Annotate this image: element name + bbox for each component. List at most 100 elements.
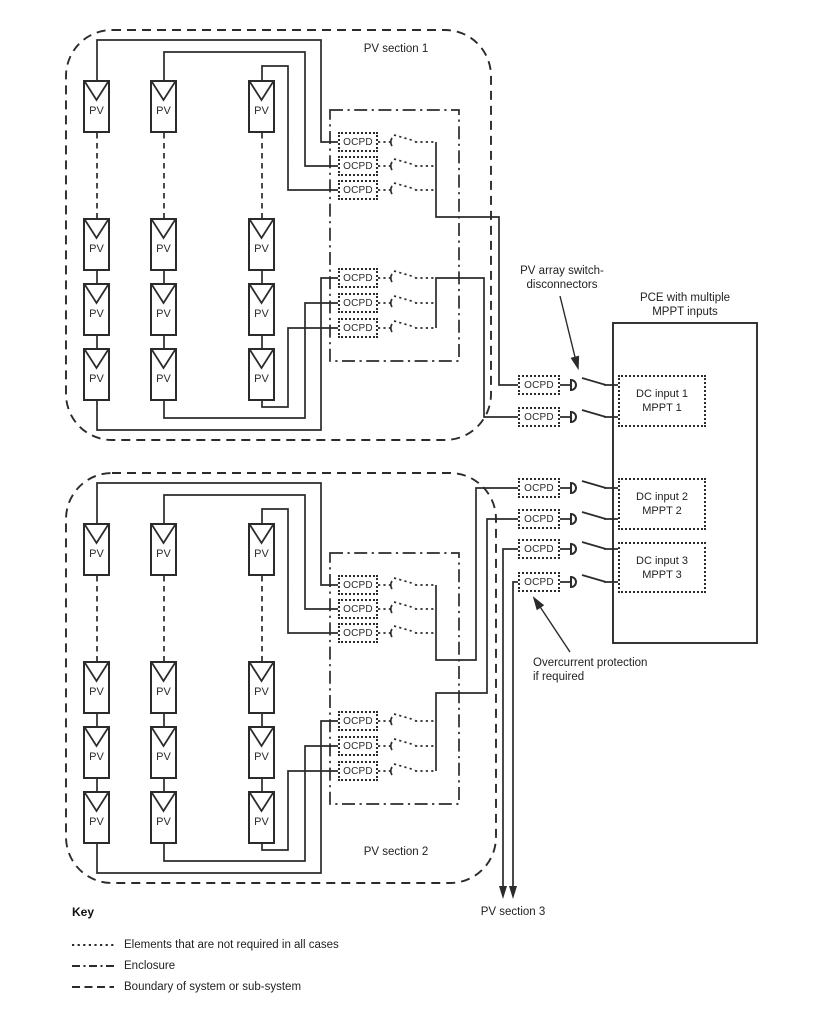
legend-entry-boundary: Boundary of system or sub-system — [72, 981, 301, 993]
pv-chevron-icon — [152, 793, 175, 813]
dc-input-2-box: DC input 2 MPPT 2 — [618, 478, 706, 530]
switch-disconnectors-line1: PV array switch- — [520, 265, 604, 277]
arrowhead — [499, 886, 507, 899]
pv-label: PV — [254, 308, 269, 320]
dashdot-line-sample-icon — [72, 965, 114, 967]
pv-label: PV — [89, 816, 104, 828]
legend-entry-label: Elements that are not required in all ca… — [124, 939, 339, 951]
pce-box — [612, 322, 758, 644]
pv-label: PV — [156, 686, 171, 698]
pv-chevron-icon — [250, 82, 273, 102]
ocpd-box: OCPD — [518, 509, 560, 529]
ocpd-label: OCPD — [343, 765, 373, 777]
pv-chevron-icon — [152, 82, 175, 102]
legend: Key Elements that are not required in al… — [72, 905, 339, 993]
pv-label: PV — [89, 308, 104, 320]
ocpd-label: OCPD — [343, 627, 373, 639]
ocpd-box: OCPD — [518, 375, 560, 395]
ocpd-label: OCPD — [524, 482, 554, 494]
pv-label: PV — [156, 548, 171, 560]
pv-module: PV — [150, 661, 177, 714]
pv-module: PV — [248, 80, 275, 133]
ocpd-label: OCPD — [343, 160, 373, 172]
pv-label: PV — [254, 373, 269, 385]
pv-section1-label: PV section 1 — [363, 43, 429, 55]
legend-title: Key — [72, 905, 95, 919]
pv-module: PV — [83, 791, 110, 844]
pv-section2-label: PV section 2 — [363, 846, 429, 858]
optional-switch-wires — [378, 134, 436, 772]
pv-module: PV — [150, 726, 177, 779]
dc-input-3-label: DC input 3 — [636, 554, 688, 567]
dc-input-2-label: DC input 2 — [636, 491, 688, 503]
pv-label: PV — [254, 548, 269, 560]
pv-chevron-icon — [85, 525, 108, 545]
pv-label: PV — [254, 686, 269, 698]
dc-input-3-box: DC input 3 MPPT 3 — [618, 542, 706, 593]
ocpd-box: OCPD — [338, 268, 378, 288]
pv-chevron-icon — [85, 82, 108, 102]
pce-title-line1: PCE with multiple — [639, 292, 731, 304]
switch-disconnectors-label: PV array switch- disconnectors — [506, 265, 618, 292]
pv-label: PV — [89, 548, 104, 560]
pv-module: PV — [83, 218, 110, 271]
string-wires — [96, 39, 518, 886]
ocpd-label: OCPD — [524, 513, 554, 525]
ocpd-label: OCPD — [343, 136, 373, 148]
pv-label: PV — [254, 751, 269, 763]
ocpd-label: OCPD — [343, 297, 373, 309]
ocpd-label: OCPD — [524, 411, 554, 423]
ocpd-box: OCPD — [338, 156, 378, 176]
overcurrent-label: Overcurrent protection if required — [533, 657, 647, 684]
ocpd-box: OCPD — [518, 407, 560, 427]
section-boundaries — [65, 29, 497, 884]
overcurrent-line1: Overcurrent protection — [533, 657, 648, 669]
pv-chevron-icon — [85, 285, 108, 305]
pv-module: PV — [150, 283, 177, 336]
pv-label: PV — [89, 686, 104, 698]
arrowhead — [532, 596, 545, 611]
ocpd-box: OCPD — [338, 180, 378, 200]
ocpd-box: OCPD — [338, 132, 378, 152]
optional-switch-contacts — [389, 137, 393, 776]
pv-label: PV — [156, 751, 171, 763]
pv-chevron-icon — [85, 793, 108, 813]
pv-label: PV — [156, 816, 171, 828]
pce-title: PCE with multiple MPPT inputs — [613, 292, 757, 319]
ocpd-box: OCPD — [518, 478, 560, 498]
pv-chevron-icon — [152, 728, 175, 748]
pv-module: PV — [248, 726, 275, 779]
pv-chevron-icon — [85, 220, 108, 240]
pv-section3-arrows — [499, 886, 517, 899]
pv-chevron-icon — [152, 220, 175, 240]
ocpd-label: OCPD — [343, 272, 373, 284]
ocpd-label: OCPD — [343, 603, 373, 615]
enclosures — [329, 109, 460, 805]
pv-module: PV — [248, 348, 275, 401]
mppt-2-label: MPPT 2 — [642, 505, 682, 517]
pv-label: PV — [89, 105, 104, 117]
ocpd-label: OCPD — [524, 379, 554, 391]
pv-chevron-icon — [85, 350, 108, 370]
pv-label: PV — [89, 373, 104, 385]
ocpd-label: OCPD — [343, 579, 373, 591]
legend-entry-optional: Elements that are not required in all ca… — [72, 939, 339, 951]
pv-label: PV — [156, 308, 171, 320]
pv-module: PV — [248, 523, 275, 576]
pv-label: PV — [254, 816, 269, 828]
ocpd-box: OCPD — [518, 572, 560, 592]
ocpd-box: OCPD — [338, 293, 378, 313]
switch-disconnector-pointer — [559, 295, 577, 360]
pv-chevron-icon — [250, 350, 273, 370]
enclosure-section2 — [329, 552, 460, 805]
ocpd-box: OCPD — [338, 711, 378, 731]
pv-label: PV — [156, 373, 171, 385]
pv-module: PV — [83, 283, 110, 336]
dotted-line-sample-icon — [72, 944, 114, 946]
pv-chevron-icon — [85, 663, 108, 683]
pv-label: PV — [254, 243, 269, 255]
ocpd-box: OCPD — [338, 318, 378, 338]
legend-entry-enclosure: Enclosure — [72, 960, 175, 972]
arrowhead — [509, 886, 517, 899]
